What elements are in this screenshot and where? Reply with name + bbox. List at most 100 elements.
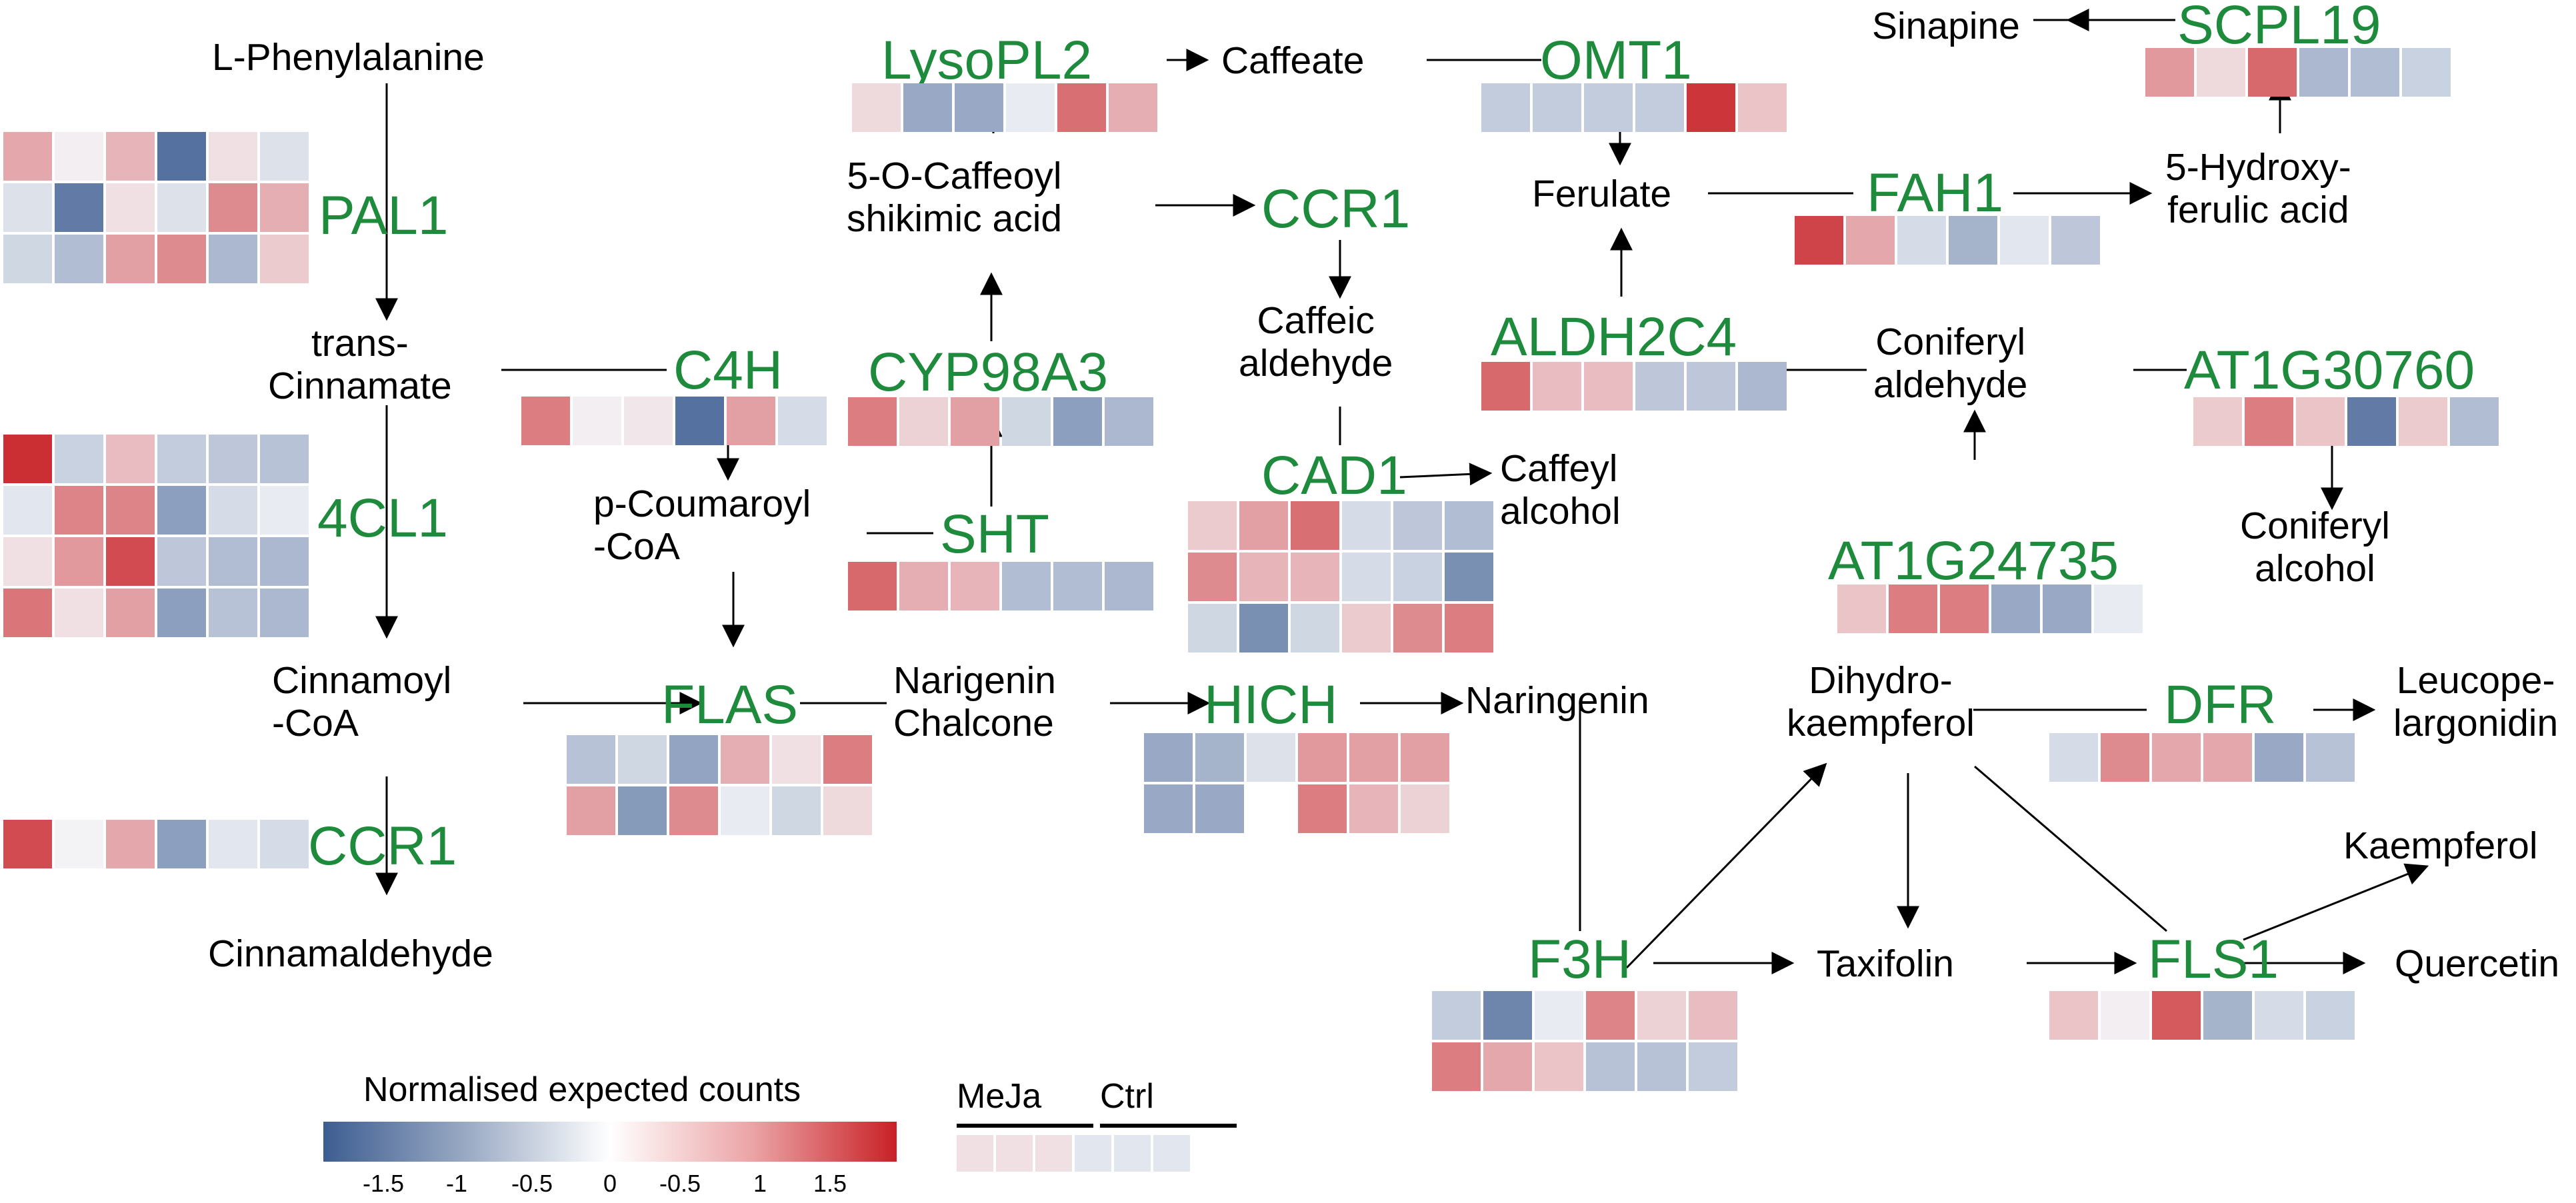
gene-label-at1g24735: AT1G24735 xyxy=(1828,531,2119,591)
heatmap-cell xyxy=(2306,991,2355,1040)
heatmap-cell xyxy=(1483,991,1532,1040)
metabolite-line: Caffeyl xyxy=(1500,447,1618,490)
heatmap-cell xyxy=(2145,48,2194,97)
heatmap-cell xyxy=(2245,397,2293,446)
heatmap-cell xyxy=(1687,83,1735,132)
heatmap-cell xyxy=(2296,397,2345,446)
gene-label-scpl19: SCPL19 xyxy=(2177,0,2381,55)
heatmap-cell xyxy=(1584,362,1633,411)
heatmap-cell xyxy=(157,589,206,637)
heatmap-cell xyxy=(1445,604,1493,652)
heatmap-cell xyxy=(1637,1042,1686,1091)
heatmap-cell xyxy=(618,786,667,835)
gene-label-ccr1-left: CCR1 xyxy=(308,816,457,876)
heatmap-cell xyxy=(260,235,309,283)
heatmap-cell xyxy=(778,397,827,445)
legend-tick: 1.5 xyxy=(813,1170,847,1197)
heatmap-cell xyxy=(951,562,999,610)
heatmap-cell xyxy=(2051,216,2100,265)
heatmap-cell xyxy=(2094,585,2143,633)
legend-group-meja-bar xyxy=(957,1124,1093,1128)
heatmap-cell xyxy=(260,589,309,637)
heatmap-cell xyxy=(157,435,206,483)
heatmap-cell xyxy=(573,397,621,445)
heatmap-cell xyxy=(1393,501,1442,550)
legend-tick: -1 xyxy=(445,1170,468,1197)
heatmap-cell xyxy=(106,435,155,483)
heatmap-cell xyxy=(1002,397,1051,446)
heatmap-fah1 xyxy=(1795,216,2100,265)
gene-label-dfr: DFR xyxy=(2164,674,2277,735)
heatmap-cell xyxy=(1291,604,1339,652)
metabolite-line: -CoA xyxy=(272,701,359,744)
heatmap-cyp98a3 xyxy=(848,397,1153,446)
metabolite-line: -CoA xyxy=(593,525,680,568)
heatmap-cell xyxy=(260,486,309,535)
heatmap-4cl1 xyxy=(3,435,309,637)
heatmap-cell xyxy=(55,537,103,586)
heatmap-cell xyxy=(1535,1042,1583,1091)
heatmap-cell xyxy=(721,786,769,835)
heatmap-cell xyxy=(957,1135,993,1172)
heatmap-cell xyxy=(675,397,724,445)
heatmap-cell xyxy=(2049,733,2098,782)
metabolite-line: Leucope- xyxy=(2396,659,2555,702)
heatmap-cell xyxy=(157,132,206,181)
heatmap-cell xyxy=(1481,362,1530,411)
heatmap-cell xyxy=(1105,562,1153,610)
heatmap-cell xyxy=(3,235,52,283)
metabolite-line: alcohol xyxy=(2255,547,2375,590)
heatmap-cell xyxy=(1342,553,1391,601)
metabolite-line: Coniferyl xyxy=(1875,321,2026,363)
legend-group-ctrl: Ctrl xyxy=(1100,1077,1154,1116)
heatmap-cell xyxy=(106,183,155,232)
metabolite-line: Chalcone xyxy=(893,701,1054,744)
heatmap-cell xyxy=(1057,83,1106,132)
metabolite-cinnamaldehyde: Cinnamaldehyde xyxy=(208,932,493,975)
heatmap-cell xyxy=(1940,585,1989,633)
heatmap-cell xyxy=(1445,501,1493,550)
heatmap-cell xyxy=(772,735,821,784)
heatmap-cell xyxy=(1738,83,1787,132)
heatmap-cell xyxy=(727,397,775,445)
heatmap-flas xyxy=(567,735,872,835)
heatmap-cell xyxy=(1637,991,1686,1040)
heatmap-cell xyxy=(1432,991,1481,1040)
heatmap-cell xyxy=(1298,733,1347,782)
heatmap-pal1 xyxy=(3,132,309,283)
heatmap-cell xyxy=(1846,216,1895,265)
metabolite-line: 5-Hydroxy- xyxy=(2165,146,2351,189)
heatmap-cell xyxy=(772,786,821,835)
heatmap-cell xyxy=(2299,48,2348,97)
heatmap-cell xyxy=(209,183,257,232)
metabolite-naringenin: Naringenin xyxy=(1465,679,1649,722)
heatmap-cell xyxy=(157,537,206,586)
heatmap-cell xyxy=(852,83,901,132)
gene-label-ccr1-mid: CCR1 xyxy=(1261,179,1411,239)
heatmap-cell xyxy=(1991,585,2040,633)
heatmap-cell xyxy=(209,820,257,868)
heatmap-cell xyxy=(1535,991,1583,1040)
heatmap-cell xyxy=(157,183,206,232)
heatmap-cell xyxy=(55,235,103,283)
metabolite-line: Cinnamoyl xyxy=(272,659,452,702)
heatmap-cell xyxy=(2043,585,2091,633)
heatmap-dfr xyxy=(2049,733,2355,782)
heatmap-cell xyxy=(721,735,769,784)
gene-label-c4h: C4H xyxy=(673,340,783,401)
heatmap-cell xyxy=(1483,1042,1532,1091)
legend-title: Normalised expected counts xyxy=(363,1070,801,1109)
metabolite-kaempferol: Kaempferol xyxy=(2343,824,2538,867)
gene-label-cyp98a3: CYP98A3 xyxy=(868,342,1109,403)
metabolite-line: Caffeic xyxy=(1257,299,1375,342)
heatmap-cell xyxy=(2152,991,2201,1040)
heatmap-cell xyxy=(1586,1042,1635,1091)
gene-label-flas: FLAS xyxy=(661,674,799,735)
metabolite-leucopelargonidin: Leucope- largonidin xyxy=(2393,659,2558,745)
heatmap-cell xyxy=(2049,991,2098,1040)
heatmap-cell xyxy=(1738,362,1787,411)
metabolite-line: 5-O-Caffeoyl xyxy=(847,155,1062,197)
pathway-arrow xyxy=(2243,863,2429,941)
heatmap-cell xyxy=(209,435,257,483)
heatmap-cell xyxy=(2402,48,2451,97)
